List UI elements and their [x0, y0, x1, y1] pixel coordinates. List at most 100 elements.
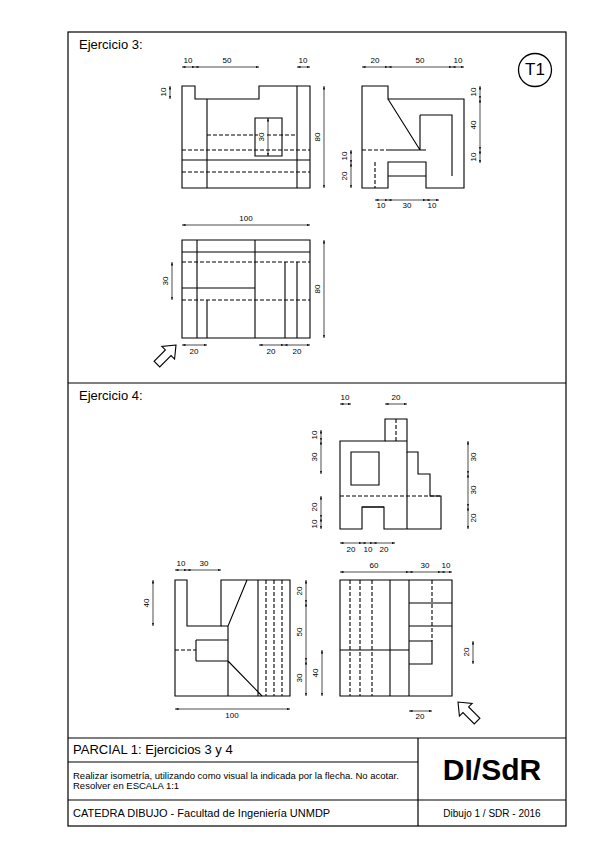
dimension-value: 30 [311, 452, 319, 463]
dimension-line [297, 67, 310, 68]
dimension-line [452, 67, 464, 68]
dimension-line [321, 441, 322, 474]
dimension-line [480, 150, 481, 163]
dimension-value: 100 [224, 712, 239, 720]
dimension-line [340, 404, 351, 405]
dimension-line [321, 518, 322, 529]
dimension-line [362, 67, 388, 68]
dimension-line [321, 430, 322, 441]
dimension-value: 10 [341, 151, 349, 162]
dimension-value: 30 [420, 562, 431, 570]
node-text: Dibujo 1 / SDR - 2016 [443, 808, 540, 819]
dimension-line [182, 345, 207, 346]
dimension-line [480, 86, 481, 99]
dimension-line [172, 262, 173, 300]
dimension-value: 30 [470, 485, 478, 496]
dimension-value: 50 [222, 57, 233, 65]
institution-cell: CATEDRA DIBUJO - Facultad de Ingeniería … [68, 800, 418, 826]
dimension-line [306, 580, 307, 603]
dimension-line [409, 711, 432, 712]
dimension-value: 40 [312, 668, 320, 679]
dimension-lines [153, 67, 480, 711]
dimension-value: 30 [162, 276, 170, 287]
dimension-line [195, 67, 259, 68]
dimension-value: 100 [238, 215, 253, 223]
dimension-value: 40 [143, 598, 151, 609]
dimension-line [324, 240, 325, 338]
dimension-value: 20 [370, 57, 381, 65]
node-text: Ejercicio 4: [79, 389, 143, 403]
dimension-value: 30 [470, 452, 478, 463]
dimension-value: 10 [183, 57, 194, 65]
view-arrow [151, 339, 183, 371]
dimension-line [385, 404, 407, 405]
dimension-line [259, 345, 284, 346]
node-text: DI/SdR [443, 753, 541, 786]
dimension-value: 30 [296, 673, 304, 684]
dimension-line [175, 709, 290, 710]
dimension-value: 20 [189, 348, 200, 356]
dimension-line [375, 200, 388, 201]
dimension-value: 20 [415, 713, 426, 721]
dimension-value: 20 [311, 502, 319, 513]
dimension-line [473, 641, 474, 664]
dimension-value: 20 [341, 171, 349, 182]
dimension-value: 40 [470, 120, 478, 131]
instruction-cell: Realizar isometría, utilizando como visu… [68, 762, 418, 800]
node-text: CATEDRA DIBUJO - Facultad de Ingeniería … [73, 807, 330, 819]
dimension-value: 10 [311, 519, 319, 530]
dimension-value: 80 [314, 132, 322, 143]
exercise-panel: Ejercicio 3: T1 [68, 32, 566, 383]
dimension-value: 10 [363, 546, 374, 554]
dimension-value: 60 [369, 562, 380, 570]
dimension-line [324, 86, 325, 188]
view-arrow [452, 696, 484, 728]
dimension-value: 30 [402, 202, 413, 210]
dimension-value: 20 [346, 546, 357, 554]
dimension-line [426, 200, 439, 201]
dimension-line [268, 118, 269, 156]
dimension-value: 30 [258, 132, 266, 143]
dimension-value: 10 [176, 560, 187, 568]
dimension-line [409, 572, 441, 573]
dimension-value: 20 [463, 647, 471, 658]
dimension-line [175, 570, 187, 571]
dimension-line [306, 603, 307, 661]
dimension-line [351, 163, 352, 188]
dimension-value: 10 [427, 202, 438, 210]
dimension-line [284, 345, 310, 346]
dimension-line [321, 496, 322, 518]
dimension-value: 10 [160, 87, 168, 98]
dimension-value: 10 [470, 87, 478, 98]
dimension-value: 80 [314, 284, 322, 295]
dimension-line [468, 441, 469, 474]
node-text: Ejercicio 3: [79, 38, 143, 52]
dimension-line [340, 572, 409, 573]
dimension-line [441, 572, 452, 573]
dimension-value: 10 [376, 202, 387, 210]
dimension-value: 20 [379, 546, 390, 554]
dimension-value: 10 [453, 57, 464, 65]
dimension-line [170, 86, 171, 99]
dimension-line [187, 570, 221, 571]
dimension-line [373, 543, 395, 544]
dimension-line [388, 67, 452, 68]
dimension-line [468, 474, 469, 507]
sheet-code-circle: T1 [517, 52, 553, 88]
sheet-number-cell: Dibujo 1 / SDR - 2016 [418, 800, 566, 826]
node-text: PARCIAL 1: Ejercicios 3 y 4 [73, 743, 233, 757]
node-text: Realizar isometría, utilizando como visu… [73, 771, 410, 792]
dimension-value: 10 [470, 152, 478, 163]
dimension-line [340, 543, 362, 544]
dimension-line [468, 507, 469, 529]
dimension-value: 10 [298, 57, 309, 65]
dimension-line [362, 543, 373, 544]
dimension-line [480, 99, 481, 150]
dimension-value: 30 [199, 560, 210, 568]
orthographic-views [175, 86, 464, 696]
dimension-line [388, 200, 426, 201]
dimension-line [153, 580, 154, 626]
dimension-line [182, 225, 310, 226]
